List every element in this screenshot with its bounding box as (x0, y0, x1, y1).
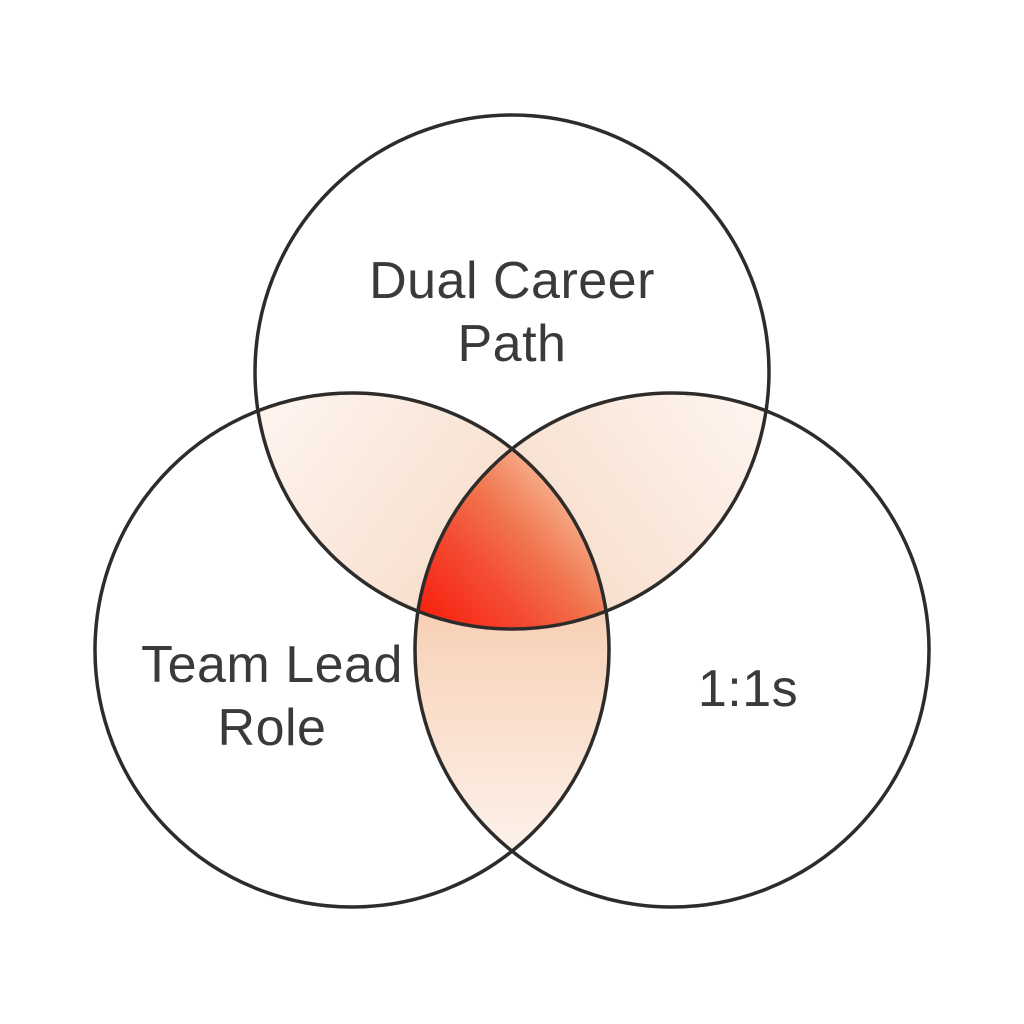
label-team-lead-line1: Team Lead (141, 636, 403, 694)
label-team-lead-line2: Role (218, 699, 327, 757)
label-1-1s: 1:1s (698, 660, 798, 718)
circle-dual-career-outline (253, 113, 771, 631)
label-dual-career-line1: Dual Career (369, 252, 655, 310)
label-dual-career-line2: Path (458, 315, 567, 373)
circle-team-lead-outline (93, 391, 611, 909)
circle-1-1s-outline (413, 391, 931, 909)
overlap-center-all-three (415, 393, 609, 629)
